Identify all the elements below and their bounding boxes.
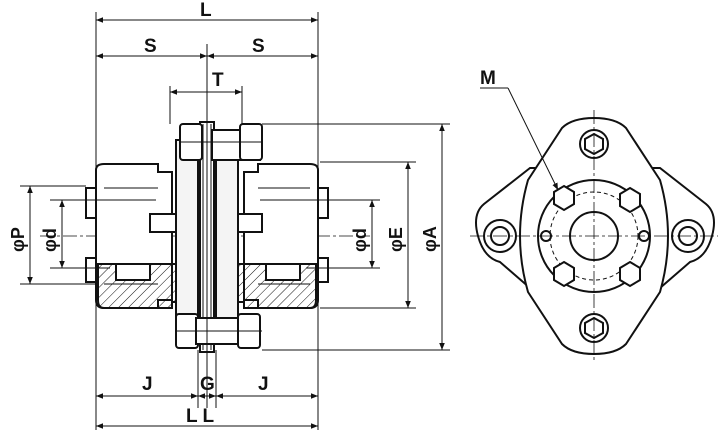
right-flange [215, 139, 239, 331]
dim-label-phiE: φE [386, 227, 406, 252]
hex-nut-tl [553, 184, 575, 212]
left-flange [175, 139, 199, 331]
dim-label-S-left: S [144, 36, 157, 57]
dim-label-G: G [200, 374, 215, 395]
right-set-screw [317, 187, 329, 219]
dim-label-T: T [212, 70, 224, 91]
dimensions: L S S T J G J L L φP φd φd φE φA [8, 0, 450, 430]
end-view: M [470, 68, 718, 362]
dim-label-J-right: J [258, 374, 269, 395]
dim-label-L-top: L [200, 0, 212, 21]
dim-label-LL: L L [186, 406, 215, 427]
side-view [40, 121, 370, 353]
dim-label-phiA: φA [420, 226, 440, 252]
dim-label-phid-left: φd [40, 228, 60, 252]
dim-label-phid-right: φd [350, 228, 370, 252]
dim-label-J-left: J [142, 374, 153, 395]
dim-label-S-right: S [252, 36, 265, 57]
left-set-screw [85, 187, 97, 219]
dim-label-phiP: φP [8, 227, 28, 252]
label-M: M [480, 68, 496, 89]
